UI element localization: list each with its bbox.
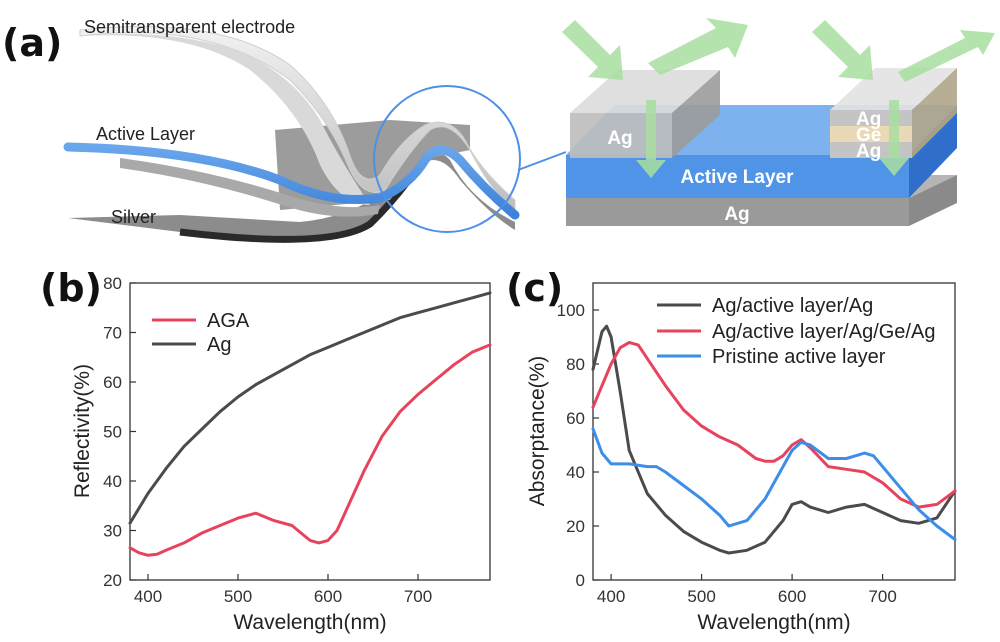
c-ytick-label: 20 [566,517,585,536]
label-semitransparent-electrode: Semitransparent electrode [84,17,295,37]
light-arrows [562,18,995,178]
stack-top [830,68,957,110]
c-ytick-label: 60 [566,409,585,428]
b-ytick-label: 80 [103,274,122,293]
b-series-line-0 [128,343,492,557]
b-xtick-label: 400 [134,587,162,606]
legend-c-label-ag-active-ag-ge-ag: Ag/active layer/Ag/Ge/Ag [712,321,935,343]
chart-b-xlabel: Wavelength(nm) [233,611,386,634]
flexible-device-illustration: Semitransparent electrode Active Layer S… [63,17,567,243]
legend-b-label-ag: Ag [207,334,231,356]
device-cross-section: Ag Active Layer Ag Ag Ge Ag [562,18,995,226]
b-ytick-label: 20 [103,571,122,590]
c-xtick-label: 400 [597,587,625,606]
panel-label-b: (b) [40,266,102,310]
panel-label-a: (a) [2,21,62,65]
chart-b-ylabel: Reflectivity(%) [71,364,94,498]
b-xtick-label: 600 [314,587,342,606]
c-xtick-label: 500 [687,587,715,606]
arrow-transmit-right [879,100,909,176]
zoom-circle [373,85,521,233]
substrate-front [566,198,909,226]
electrode-sheet-face [80,33,370,205]
panel-label-c: (c) [506,266,563,310]
b-series-line-1 [128,291,492,525]
c-ytick-label: 40 [566,463,585,482]
chart-c-lines [591,324,957,555]
c-series-line-1 [591,340,957,509]
label-stack-ge: Ge [856,125,881,146]
arrow-incident-right [812,20,873,80]
chart-b-ticks: 400 500 600 700 20 30 40 50 60 70 80 [103,274,432,606]
arrow-reflect-right [898,30,995,82]
chart-b-legend: AGA Ag [152,310,250,356]
ag-block-top [570,70,720,113]
label-ag-block: Ag [607,128,632,149]
arrow-reflect-left [648,18,748,75]
active-layer-front [566,155,909,198]
c-xtick-label: 600 [778,587,806,606]
c-ytick-label: 0 [576,571,585,590]
legend-c-label-ag-active-ag: Ag/active layer/Ag [712,295,873,317]
b-ytick-label: 50 [103,423,122,442]
chart-c-ticks: 400 500 600 700 0 20 40 60 80 100 [557,301,897,606]
chart-b-lines [128,291,492,557]
label-active-layer-block: Active Layer [680,167,794,188]
active-layer-strip [63,142,520,220]
c-series-line-0 [591,324,957,555]
chart-c-legend: Ag/active layer/Ag Ag/active layer/Ag/Ge… [657,295,935,368]
panel-c: (c) 400 500 600 700 0 20 40 60 80 100 Wavelength(… [506,266,957,634]
c-xtick-label: 700 [868,587,896,606]
label-stack-ag-top: Ag [856,109,881,130]
b-xtick-label: 700 [404,587,432,606]
active-layer-side [909,105,957,198]
label-substrate-ag: Ag [724,204,749,225]
label-active-layer: Active Layer [96,124,195,144]
b-ytick-label: 60 [103,373,122,392]
panel-b: (b) 400 500 600 700 20 30 40 50 60 70 80 Wavelengt… [40,266,492,634]
c-series-line-2 [591,427,957,541]
chart-b-frame [129,282,491,581]
b-ytick-label: 40 [103,472,122,491]
electrode-sheet [79,26,516,214]
panel-a: (a) Semitransparent electrode Active Lay… [2,17,995,243]
label-silver: Silver [111,207,156,227]
b-xtick-label: 500 [224,587,252,606]
chart-c-ylabel: Absorptance(%) [526,356,549,507]
chart-c-xlabel: Wavelength(nm) [697,611,850,634]
c-ytick-label: 100 [557,301,585,320]
substrate-side [909,175,957,226]
ag-block-side [672,70,720,158]
lower-sheet [120,158,380,217]
c-ytick-label: 80 [566,355,585,374]
legend-b-label-aga: AGA [207,310,250,332]
arrow-incident-left [562,20,623,80]
label-stack-ag-bottom: Ag [856,141,881,162]
stack-side [912,68,957,158]
zoom-connector [517,151,567,171]
b-ytick-label: 30 [103,522,122,541]
arrow-transmit-left [636,100,666,178]
legend-c-label-pristine: Pristine active layer [712,346,886,368]
b-ytick-label: 70 [103,324,122,343]
